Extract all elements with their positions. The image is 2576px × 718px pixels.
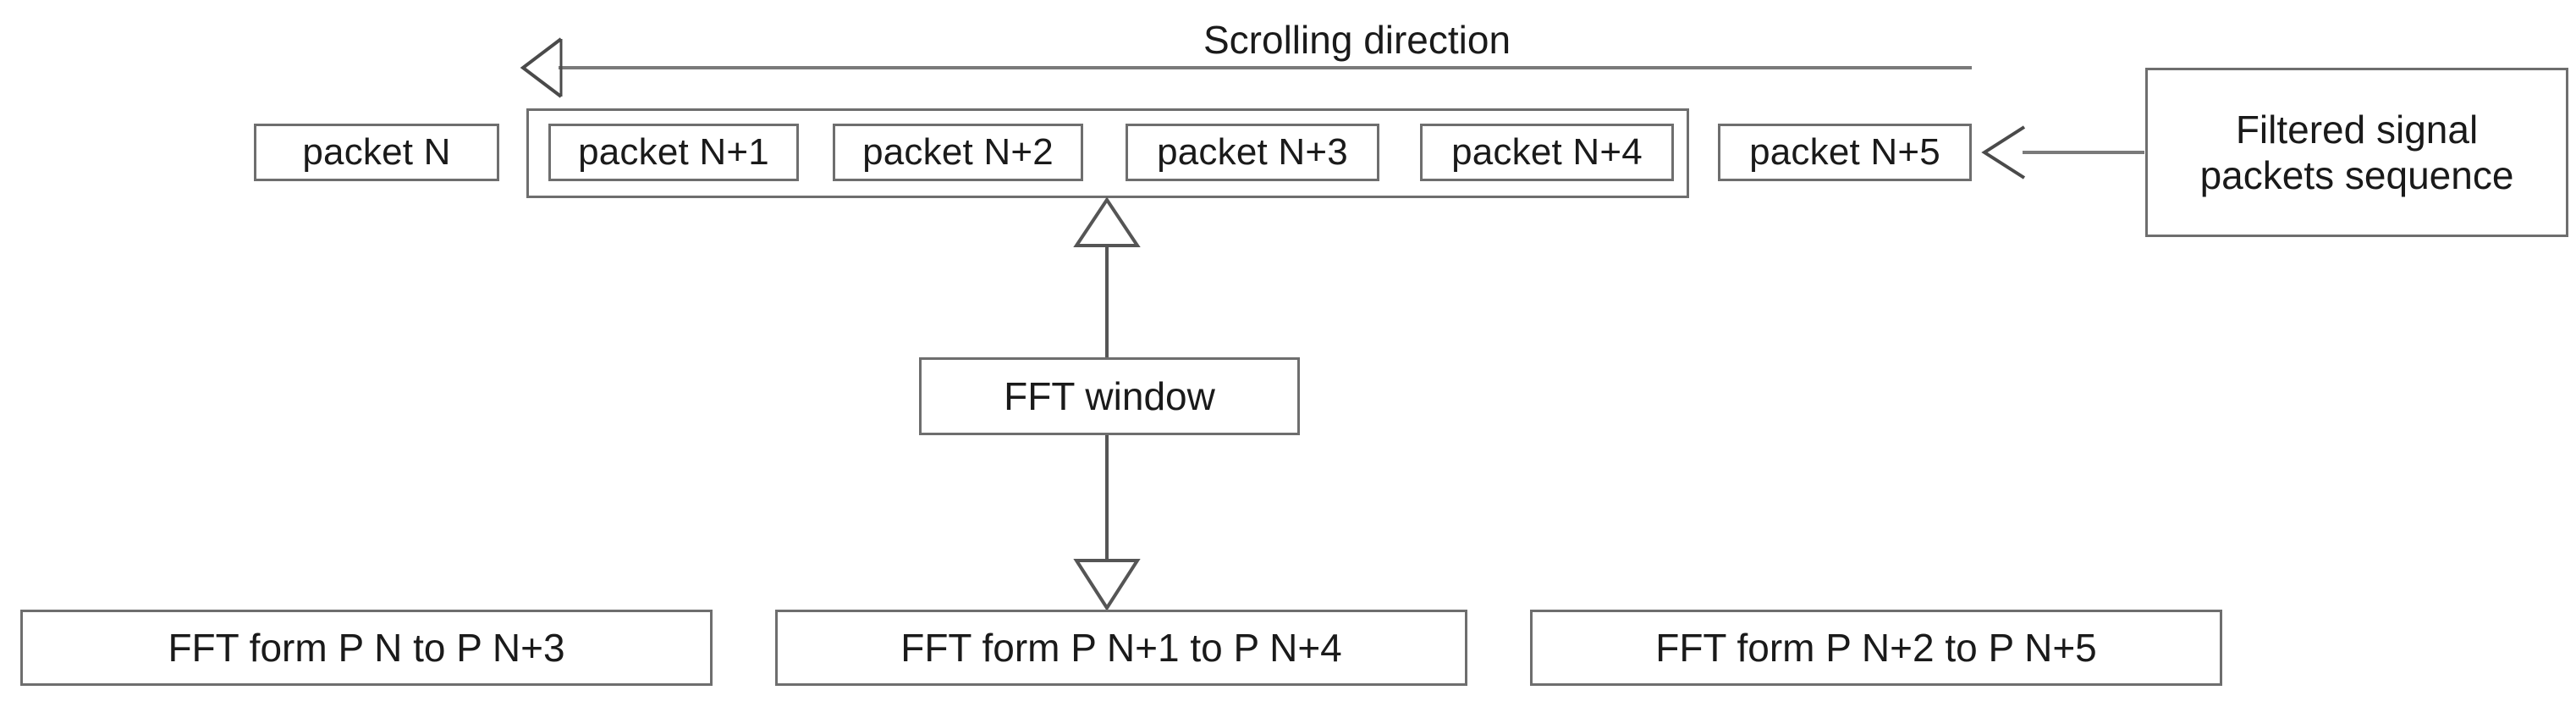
filtered-signal-source-label: Filtered signal packets sequence (2199, 107, 2514, 197)
filtered-signal-source-box[interactable]: Filtered signal packets sequence (2145, 68, 2568, 237)
fft-output-box-3[interactable]: FFT form P N+2 to P N+5 (1530, 610, 2222, 686)
fft-output-label: FFT form P N+2 to P N+5 (1655, 625, 2097, 670)
packet-chip-label: packet N+4 (1451, 131, 1643, 174)
source-feed-line (2023, 151, 2144, 154)
fft-output-label: FFT form P N to P N+3 (168, 625, 565, 670)
fft-output-box-1[interactable]: FFT form P N to P N+3 (20, 610, 713, 686)
packet-chip-label: packet N+1 (578, 131, 769, 174)
fft-window-box[interactable]: FFT window (919, 357, 1300, 435)
packet-chip-label: packet N+3 (1157, 131, 1348, 174)
packet-chip-n3[interactable]: packet N+3 (1126, 124, 1379, 181)
fft-window-down-arrowhead-icon (1073, 559, 1141, 611)
scrolling-direction-line (559, 66, 1972, 69)
fft-output-box-2[interactable]: FFT form P N+1 to P N+4 (775, 610, 1467, 686)
fft-window-up-connector-line (1105, 246, 1109, 357)
packet-chip-n[interactable]: packet N (254, 124, 499, 181)
packet-chip-label: packet N+5 (1749, 131, 1940, 174)
fft-output-label: FFT form P N+1 to P N+4 (900, 625, 1342, 670)
source-feed-arrowhead-icon (1981, 125, 2026, 180)
packet-chip-n4[interactable]: packet N+4 (1420, 124, 1674, 181)
scrolling-direction-label: Scrolling direction (1203, 18, 1511, 62)
packet-chip-n5[interactable]: packet N+5 (1718, 124, 1972, 181)
fft-window-label: FFT window (1004, 373, 1215, 418)
fft-window-up-arrowhead-icon (1073, 196, 1141, 247)
fft-window-down-connector-line (1105, 435, 1109, 561)
packet-chip-n2[interactable]: packet N+2 (833, 124, 1083, 181)
packet-chip-label: packet N (302, 131, 451, 174)
scrolling-direction-arrowhead-shape-icon (520, 37, 563, 98)
packet-chip-n1[interactable]: packet N+1 (548, 124, 799, 181)
packet-chip-label: packet N+2 (862, 131, 1054, 174)
